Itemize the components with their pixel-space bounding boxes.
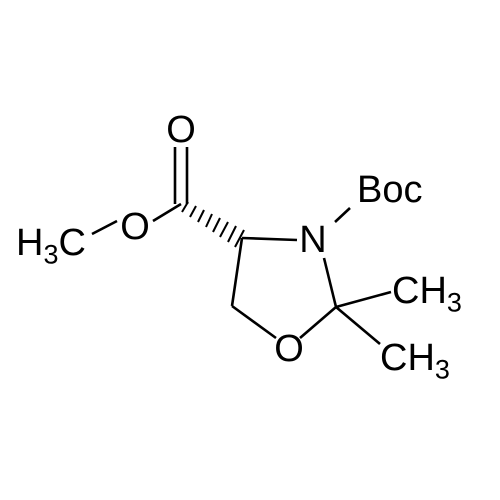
methyl-lower-label: CH3 (380, 337, 450, 385)
bond-hashed-wedge (181, 201, 245, 248)
methyl-upper-label: CH3 (392, 270, 462, 318)
ester-oxygen-label: O (120, 206, 150, 248)
bond-n-boc (334, 207, 351, 223)
ring-oxygen-label: O (274, 328, 304, 370)
bond-c4-c5 (230, 237, 244, 307)
bond-c2-n3 (322, 257, 338, 308)
bond-c2-methyl-upper (335, 290, 392, 309)
bond-c4-n3 (241, 236, 298, 242)
carbonyl-oxygen-label: O (166, 109, 196, 151)
boc-group-label: Boc (357, 169, 423, 211)
bond-carbonyl-ester (152, 202, 182, 223)
methyl-ester-label: H3C (16, 222, 86, 270)
bond-c2-methyl-lower (335, 306, 381, 345)
bond-o1-c2 (299, 306, 337, 339)
ring-nitrogen-label: N (299, 219, 327, 261)
bond-ester-methyl (91, 219, 118, 236)
bond-c5-o1 (231, 304, 277, 340)
